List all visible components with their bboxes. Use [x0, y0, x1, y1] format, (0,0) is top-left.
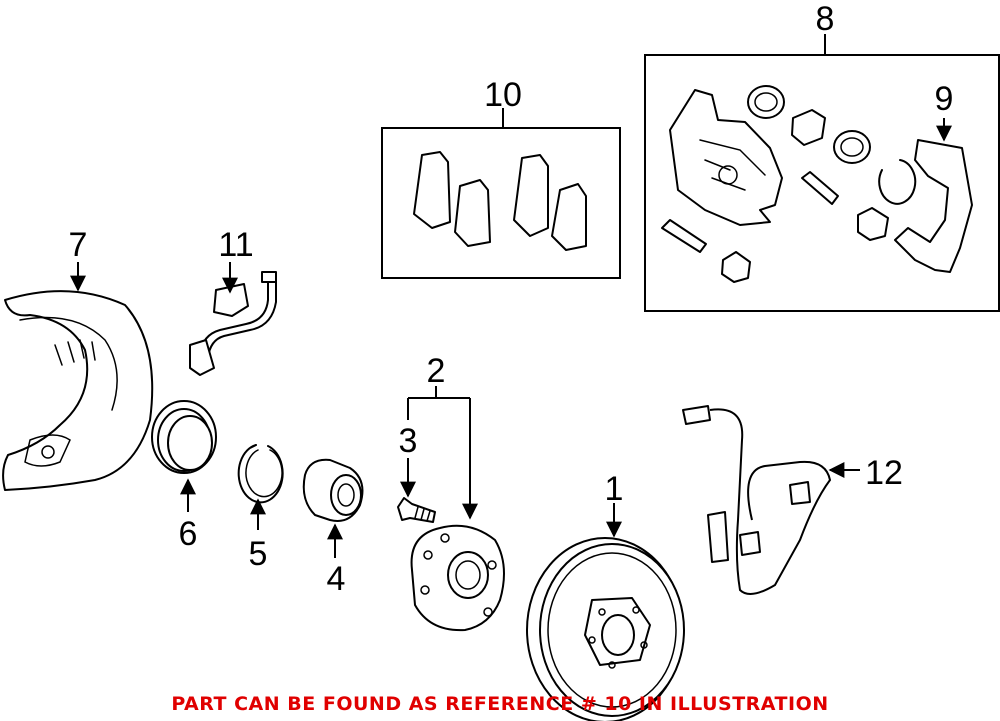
callout-7: 7 [69, 226, 88, 264]
callout-9: 9 [935, 80, 954, 118]
callout-4: 4 [327, 560, 346, 598]
callout-3: 3 [399, 422, 418, 460]
seal-ring-drawing [151, 400, 217, 474]
caliper-assembly-box [644, 54, 1000, 312]
hub-bolt-drawing [397, 497, 436, 523]
reference-note: PART CAN BE FOUND AS REFERENCE # 10 IN I… [171, 693, 828, 715]
abs-sensor-drawing [682, 405, 832, 595]
callout-10: 10 [484, 76, 522, 114]
brake-pads-box [381, 127, 621, 279]
callout-5: 5 [249, 535, 268, 573]
callout-11: 11 [218, 226, 253, 264]
callout-12: 12 [865, 454, 903, 492]
wheel-bearing-drawing [302, 458, 364, 522]
leader-lines [70, 34, 952, 558]
callout-8: 8 [816, 0, 835, 38]
callout-1: 1 [605, 470, 624, 508]
dust-shield-drawing [2, 290, 154, 491]
callout-6: 6 [179, 515, 198, 553]
brake-hose-drawing [189, 271, 277, 376]
snap-ring-drawing [237, 444, 284, 504]
callout-2: 2 [427, 352, 446, 390]
brake-rotor-drawing [526, 537, 685, 721]
hub-drawing [410, 524, 505, 632]
